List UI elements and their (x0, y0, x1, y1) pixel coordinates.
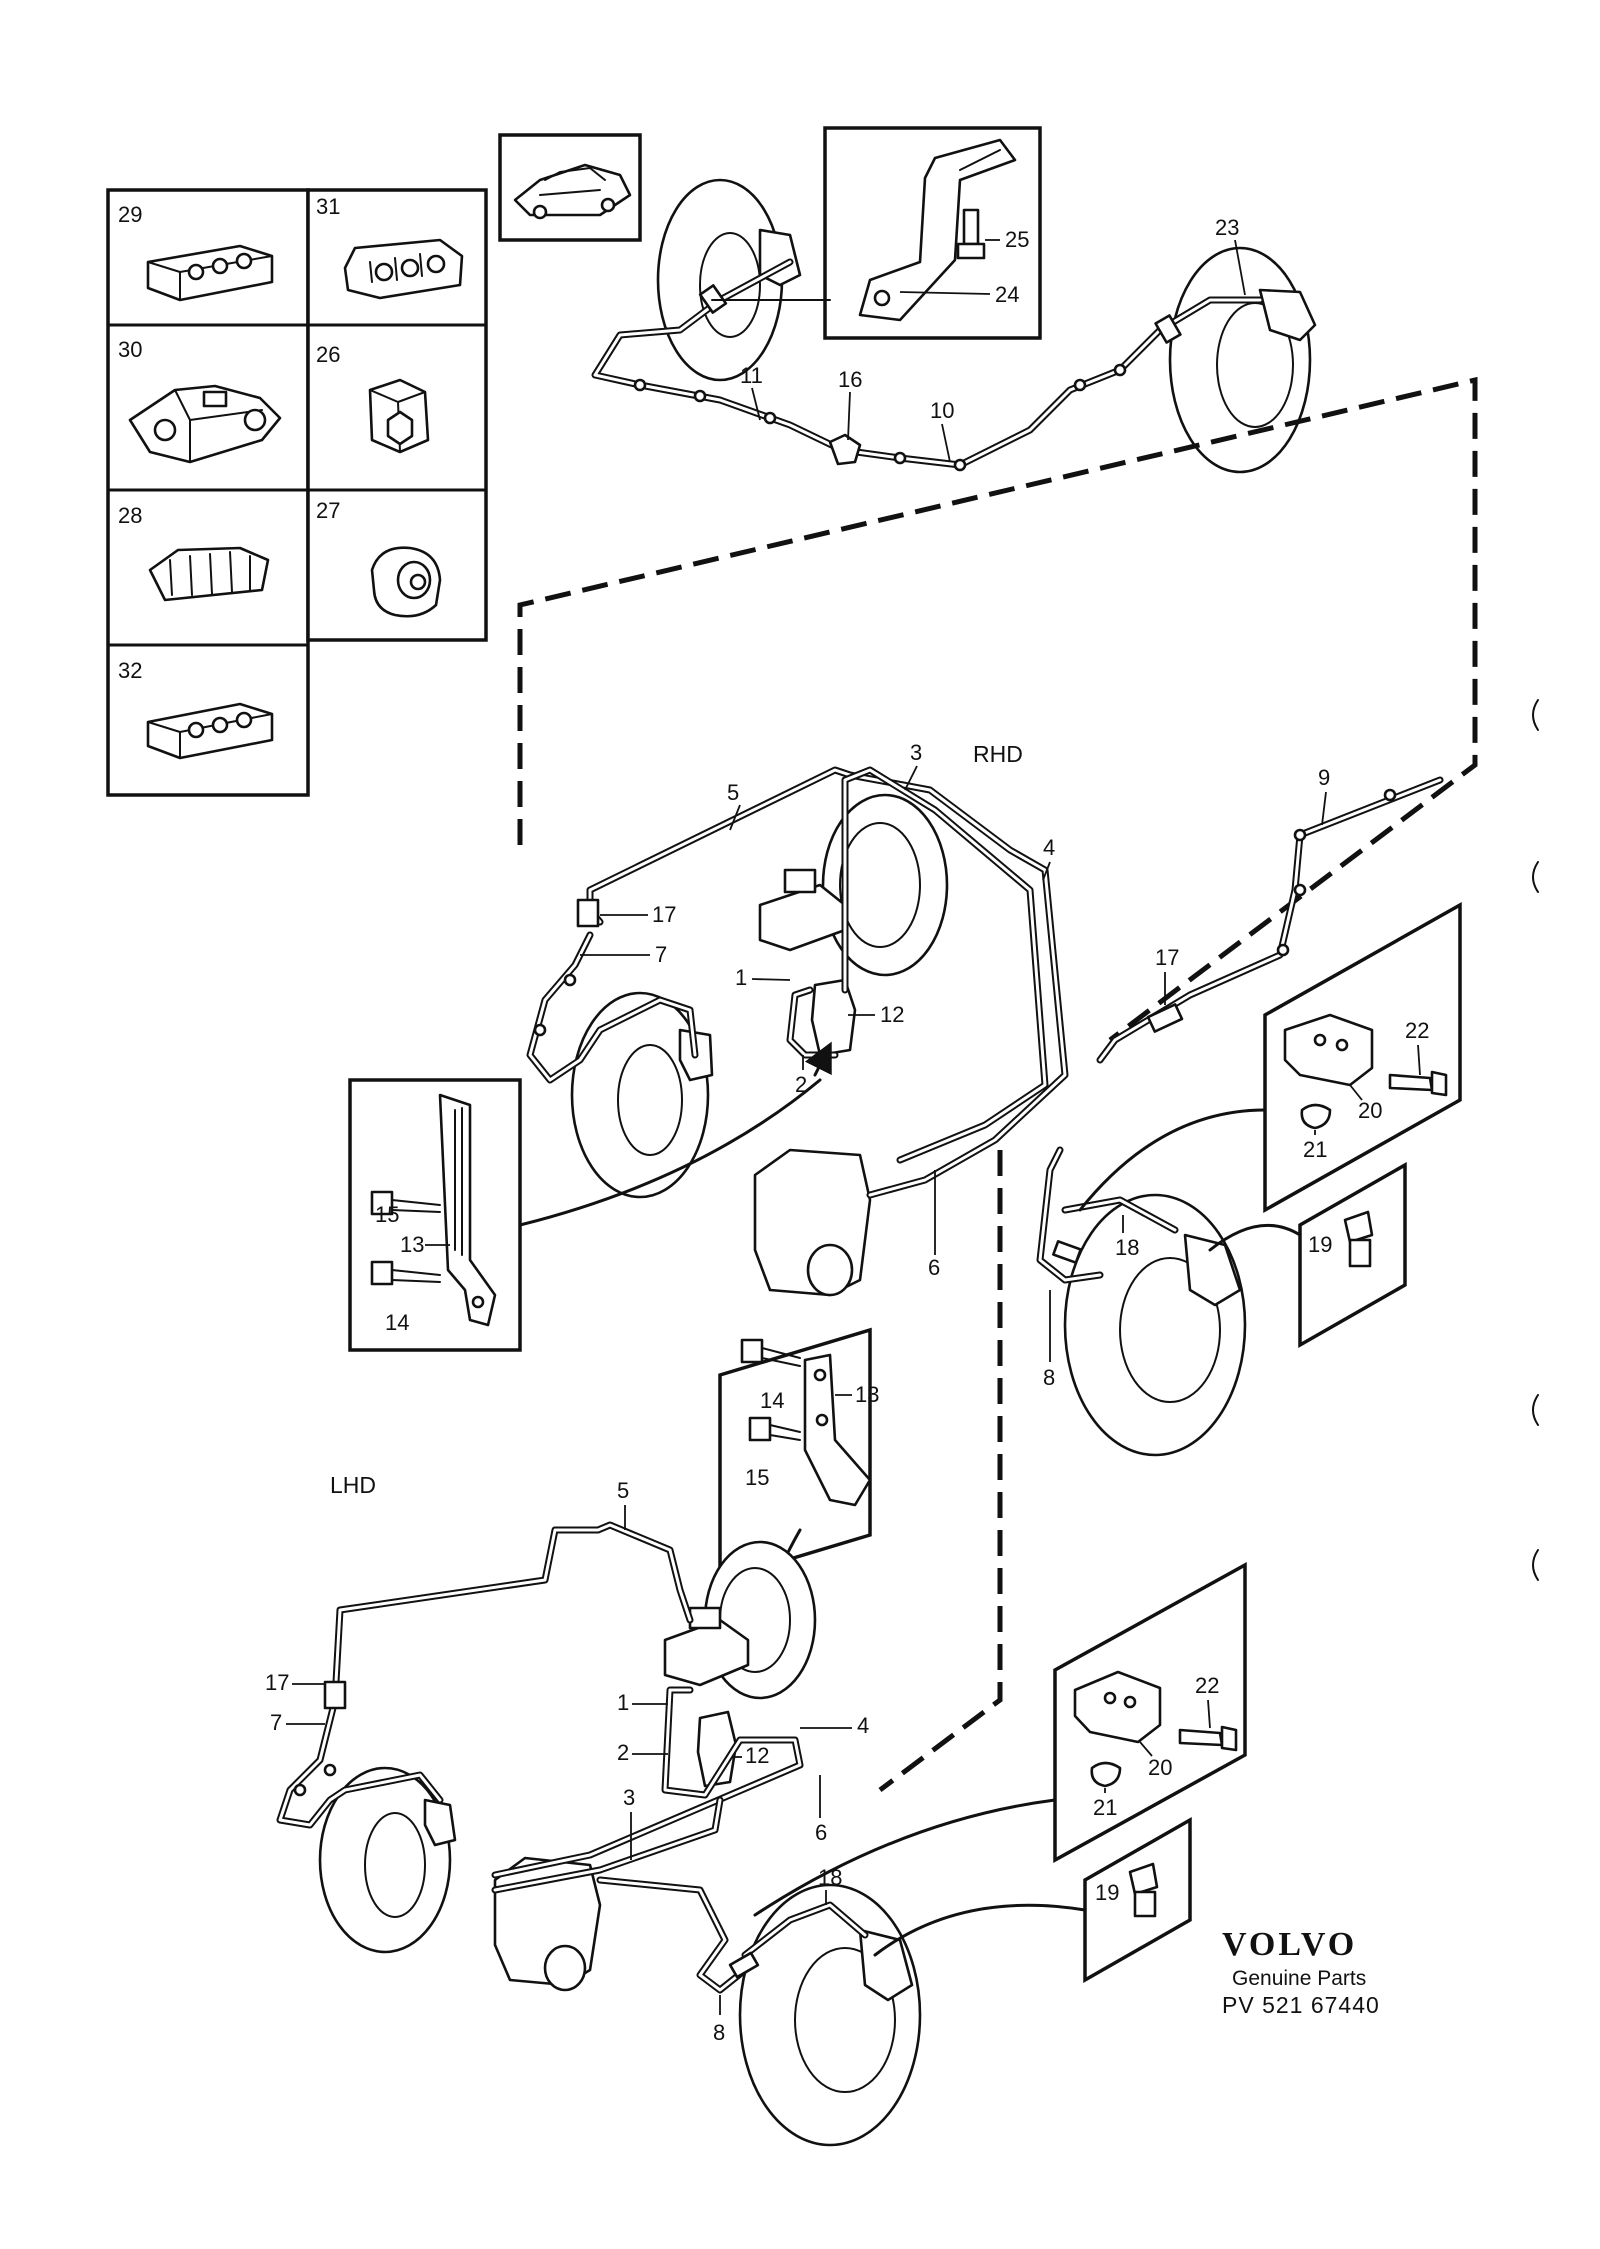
inset-label-29: 29 (118, 202, 142, 227)
callout-17-lhd: 17 (265, 1670, 289, 1695)
callout-5-rhd: 5 (727, 780, 739, 805)
clip-31-icon (343, 238, 464, 300)
rhd-union-17b (1146, 1003, 1184, 1033)
callout-15-lhd: 15 (745, 1465, 769, 1490)
callout-13-rhd: 13 (400, 1232, 424, 1257)
clip-29-icon (146, 244, 274, 302)
callout-4-rhd: 4 (1043, 835, 1055, 860)
callout-25: 25 (1005, 227, 1029, 252)
callout-4-lhd: 4 (857, 1713, 869, 1738)
lhd-bolt-inset (1083, 1816, 1192, 1984)
inset-label-30: 30 (118, 337, 142, 362)
rhd-brake-booster (821, 793, 949, 977)
callout-22-rhd: 22 (1405, 1018, 1429, 1043)
callout-23: 23 (1215, 215, 1239, 240)
callout-8-lhd: 8 (713, 2020, 725, 2045)
brand-logo: VOLVO (1222, 1926, 1357, 1963)
clip-26-icon (368, 378, 430, 454)
callout-12-lhd: 12 (745, 1743, 769, 1768)
rhd-right-disc (1063, 1193, 1247, 1457)
callout-7-lhd: 7 (270, 1710, 282, 1735)
callout-3-lhd: 3 (623, 1785, 635, 1810)
lhd-mount-bracket-inset (718, 1327, 872, 1583)
callout-20-lhd: 20 (1148, 1755, 1172, 1780)
clip-28-icon (148, 546, 270, 602)
callout-15-rhd: 15 (375, 1202, 399, 1227)
brand-subtitle: Genuine Parts (1232, 1967, 1366, 1990)
clip-30-icon (128, 384, 282, 464)
lhd-union-17 (323, 1680, 347, 1710)
callout-14-rhd: 14 (385, 1310, 409, 1335)
callout-17b-rhd: 17 (1155, 945, 1179, 970)
callout-18-lhd: 18 (818, 1865, 842, 1890)
lhd-brake-assembly (276, 1521, 922, 2147)
label-rhd: RHD (973, 741, 1023, 767)
lhd-section-boundary (878, 1150, 1003, 1792)
callout-11: 11 (740, 363, 763, 388)
t-piece-16 (828, 433, 862, 466)
rhd-bolt-inset (1298, 1161, 1407, 1349)
callout-20-rhd: 20 (1358, 1098, 1382, 1123)
callout-13-lhd: 13 (855, 1382, 879, 1407)
rear-section-boundary (517, 376, 1478, 1042)
callout-10: 10 (930, 398, 954, 423)
inset-label-32: 32 (118, 658, 142, 683)
callout-1-rhd: 1 (735, 965, 747, 990)
rhd-brake-assembly (526, 766, 1444, 1457)
rear-right-disc (1168, 246, 1312, 474)
rhd-mount-bracket-inset (348, 1078, 522, 1352)
callout-14-lhd: 14 (760, 1388, 784, 1413)
clip-27-icon (370, 546, 442, 618)
clip-32-icon (146, 702, 274, 760)
lhd-bracket-inset (1053, 1562, 1247, 1863)
rhd-union-17 (576, 898, 600, 928)
rhd-master-cylinder (758, 883, 847, 952)
part-reference: PV 521 67440 (1222, 1992, 1380, 2018)
callout-1-lhd: 1 (617, 1690, 629, 1715)
callout-22-lhd: 22 (1195, 1673, 1219, 1698)
rear-brake-assembly (591, 178, 1317, 474)
callout-5-lhd: 5 (617, 1478, 629, 1503)
inset-label-26: 26 (316, 342, 340, 367)
callout-21-lhd: 21 (1093, 1795, 1117, 1820)
callout-16: 16 (838, 367, 862, 392)
rhd-valve-12 (810, 978, 857, 1057)
callout-12-rhd: 12 (880, 1002, 904, 1027)
callout-19-lhd: 19 (1095, 1880, 1119, 1905)
callout-17-rhd: 17 (652, 902, 676, 927)
callout-3-rhd: 3 (910, 740, 922, 765)
callout-21-rhd: 21 (1303, 1137, 1327, 1162)
callout-2-lhd: 2 (617, 1740, 629, 1765)
label-lhd: LHD (330, 1472, 376, 1498)
lhd-front-disc (318, 1766, 452, 1954)
callout-9: 9 (1318, 765, 1330, 790)
clip-inset-grid: 29 31 30 26 28 27 32 (106, 188, 488, 797)
car-thumbnail (498, 133, 642, 242)
callout-24: 24 (995, 282, 1019, 307)
bracket-inset (823, 126, 1042, 340)
lhd-right-disc (738, 1883, 922, 2147)
callout-18-rhd: 18 (1115, 1235, 1139, 1260)
callout-8-rhd: 8 (1043, 1365, 1055, 1390)
rhd-bracket-inset (1263, 902, 1462, 1213)
inset-label-28: 28 (118, 503, 142, 528)
callout-6-lhd: 6 (815, 1820, 827, 1845)
inset-label-31: 31 (316, 194, 340, 219)
callout-19-rhd: 19 (1308, 1232, 1332, 1257)
callout-7-rhd: 7 (655, 942, 667, 967)
inset-label-27: 27 (316, 498, 340, 523)
callout-6-rhd: 6 (928, 1255, 940, 1280)
callout-2-rhd: 2 (795, 1072, 807, 1097)
binder-marks (1532, 699, 1539, 1581)
rhd-front-disc (570, 991, 710, 1199)
